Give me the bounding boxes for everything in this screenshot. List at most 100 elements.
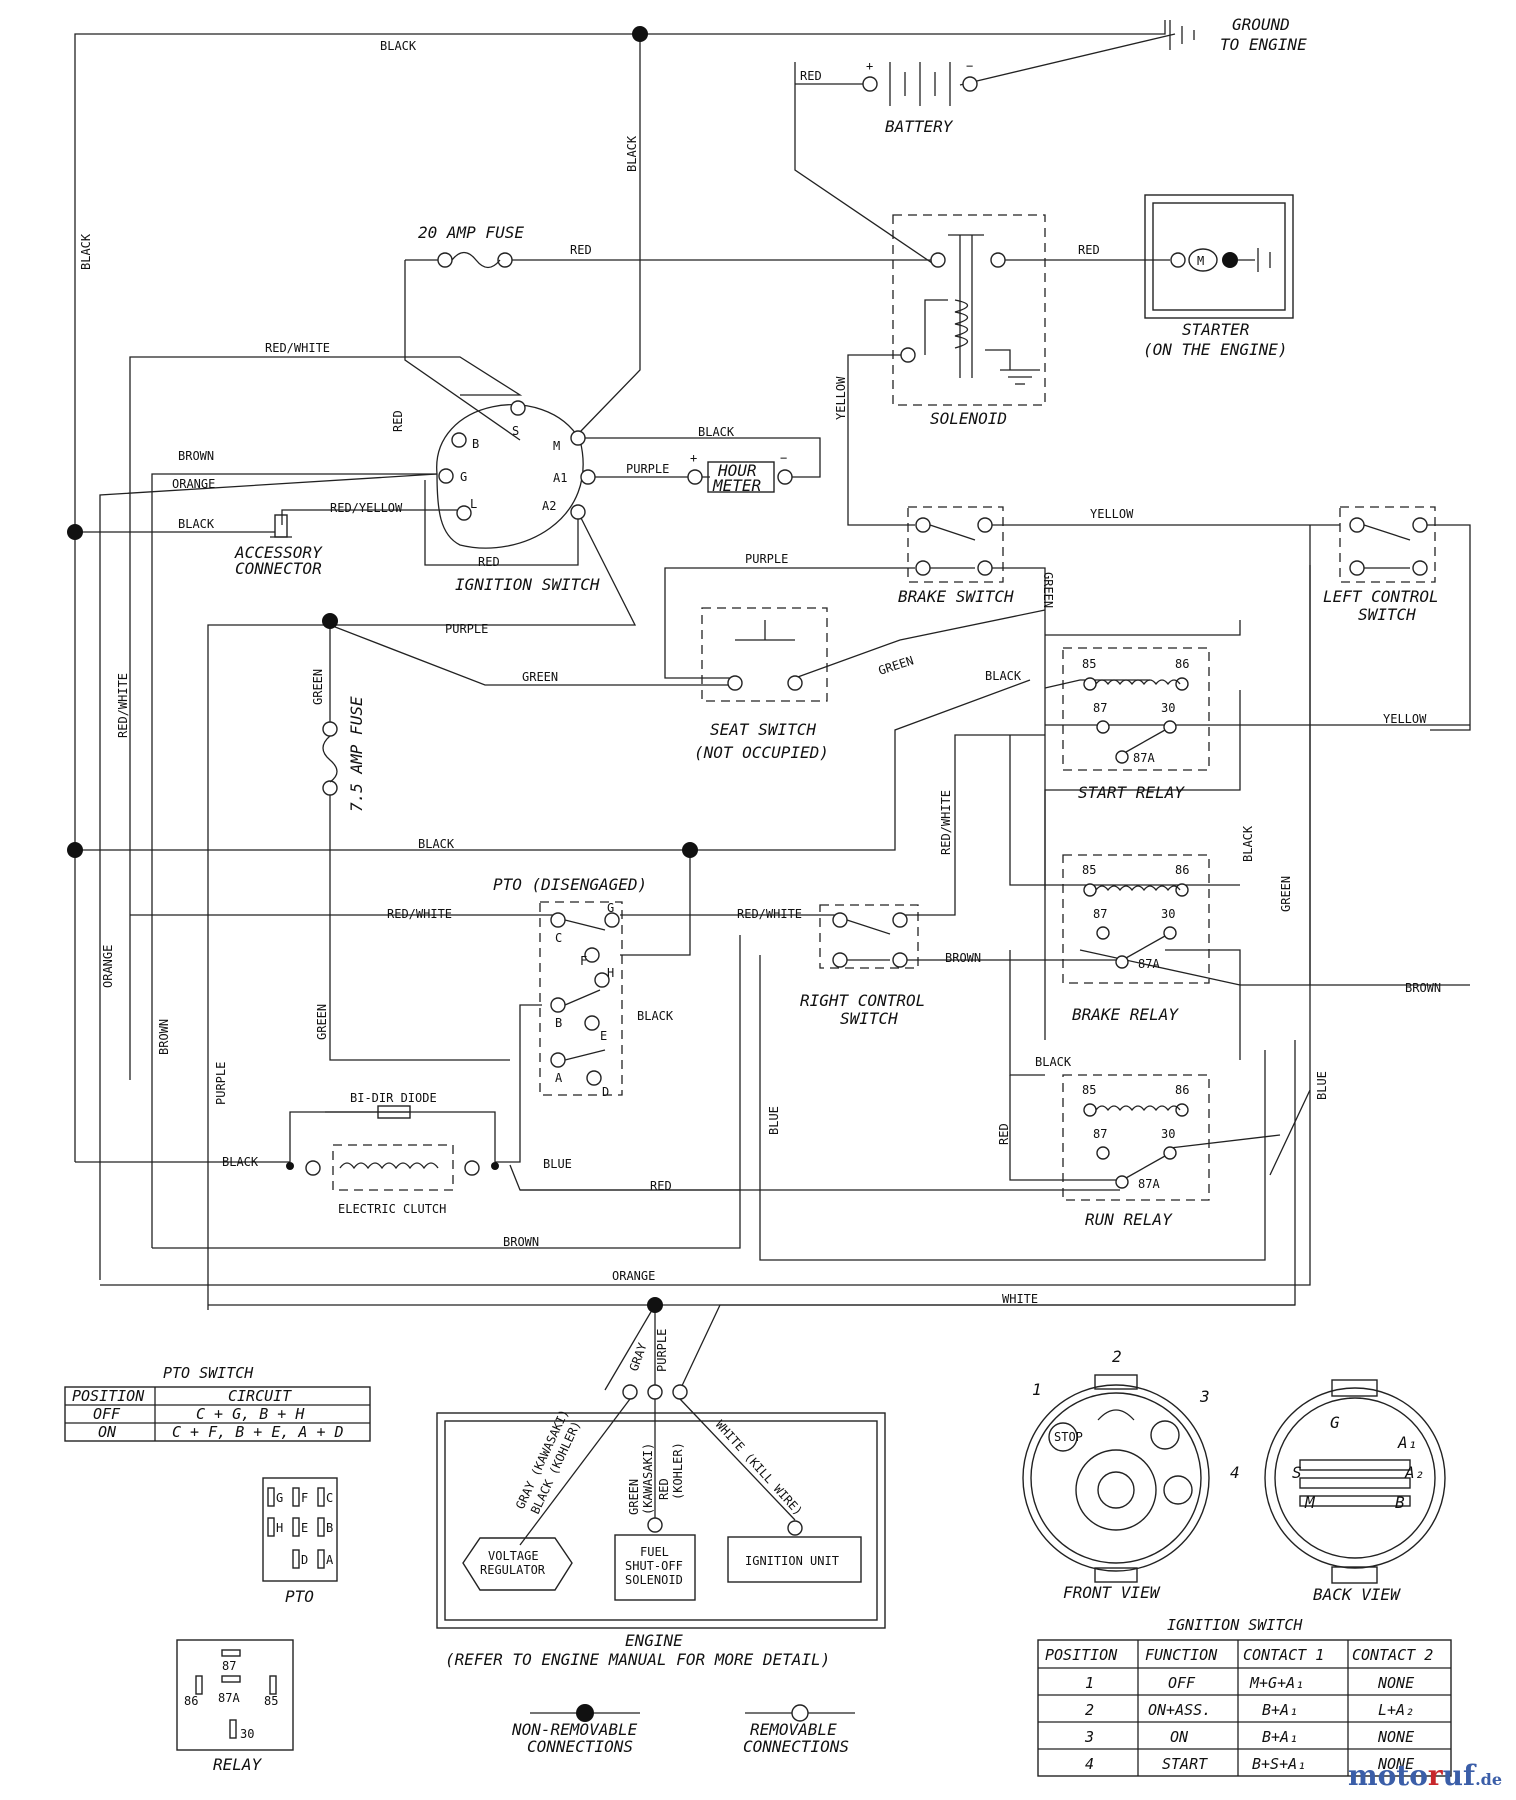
left-control-label: LEFT CONTROL bbox=[1323, 587, 1439, 606]
wire-label-green: GREEN bbox=[522, 670, 558, 684]
ignition-back-view: G A₁ S A₂ M B BACK VIEW bbox=[1264, 1379, 1446, 1604]
right-control-label-2: SWITCH bbox=[840, 1009, 898, 1028]
wire-label-red-white: RED/WHITE bbox=[387, 907, 452, 921]
fuse-7-5-label: 7.5 AMP FUSE bbox=[347, 696, 366, 812]
relay-pin: 85 bbox=[264, 1694, 278, 1708]
solenoid-label: SOLENOID bbox=[930, 409, 1007, 428]
ign-table-cell: B+S+A₁ bbox=[1252, 1755, 1306, 1773]
brand-watermark: motoruf.de bbox=[1347, 1759, 1502, 1792]
ign-table-cell: M+G+A₁ bbox=[1249, 1674, 1304, 1692]
battery-minus: − bbox=[966, 59, 973, 73]
pto-switch-table: PTO SWITCH POSITION CIRCUIT OFF C + G, B… bbox=[64, 1364, 371, 1442]
wire-label-red-yellow: RED/YELLOW bbox=[330, 501, 403, 515]
pto-term-d: D bbox=[602, 1085, 609, 1099]
accessory-connector: ACCESSORY CONNECTOR bbox=[234, 514, 323, 578]
seat-switch-label: SEAT SWITCH bbox=[710, 720, 816, 739]
pto-switch: C G F H B E A D PTO (DISENGAGED) bbox=[493, 875, 647, 1099]
fuse-20-label: 20 AMP FUSE bbox=[418, 223, 524, 242]
wire-label-purple: PURPLE bbox=[655, 1329, 669, 1372]
ign-table-cell: NONE bbox=[1377, 1755, 1414, 1773]
legend-removable: REMOVABLE bbox=[750, 1720, 837, 1739]
hour-meter-label: HOUR bbox=[717, 461, 757, 480]
ign-table-cell: B+A₁ bbox=[1262, 1701, 1298, 1719]
pto-term-b: B bbox=[555, 1016, 562, 1030]
ignition-switch: B S M G A1 L A2 IGNITION SWITCH bbox=[436, 400, 600, 594]
ign-table-cell: 4 bbox=[1085, 1755, 1094, 1773]
brake-relay-86: 86 bbox=[1175, 863, 1189, 877]
engine-label-2: (REFER TO ENGINE MANUAL FOR MORE DETAIL) bbox=[445, 1650, 830, 1669]
ignition-switch-label: IGNITION SWITCH bbox=[455, 575, 600, 594]
wires bbox=[74, 20, 1471, 1391]
ignition-unit-label: IGNITION UNIT bbox=[745, 1554, 839, 1568]
wire-label-black: BLACK bbox=[637, 1009, 674, 1023]
ign-term-g: G bbox=[460, 470, 467, 484]
junction-dots bbox=[67, 26, 698, 1313]
start-relay-85: 85 bbox=[1082, 657, 1096, 671]
accessory-label: ACCESSORY bbox=[234, 543, 323, 562]
start-relay-label: START RELAY bbox=[1078, 783, 1185, 802]
ignition-table-title: IGNITION SWITCH bbox=[1167, 1616, 1303, 1634]
ign-table-cell: NONE bbox=[1377, 1674, 1414, 1692]
wire-label-black: BLACK bbox=[380, 39, 417, 53]
voltage-regulator-label: VOLTAGE bbox=[488, 1549, 539, 1563]
ign-term-s: S bbox=[512, 424, 519, 438]
brake-relay: 85 86 87 30 87A BRAKE RELAY bbox=[1062, 854, 1210, 1024]
ign-table-header: CONTACT 2 bbox=[1352, 1646, 1433, 1664]
run-relay-87: 87 bbox=[1093, 1127, 1107, 1141]
wire-label-black: BLACK bbox=[985, 669, 1022, 683]
wire-label-red: RED bbox=[650, 1179, 672, 1193]
stop-label: STOP bbox=[1054, 1430, 1083, 1444]
pto-pin: G bbox=[276, 1491, 283, 1505]
left-control-switch: LEFT CONTROL SWITCH bbox=[1323, 506, 1439, 624]
wire-label-yellow: YELLOW bbox=[1090, 507, 1134, 521]
wire-label-brown: BROWN bbox=[178, 449, 214, 463]
back-pin: A₁ bbox=[1397, 1433, 1417, 1452]
start-relay-87: 87 bbox=[1093, 701, 1107, 715]
wire-label-red: RED bbox=[800, 69, 822, 83]
wire-labels: BLACK BLACK BLACK RED RED RED RED/WHITE … bbox=[79, 39, 1441, 1373]
ignition-front-view: 1 2 3 4 STOP FRONT VIEW bbox=[1022, 1347, 1240, 1602]
wire-label-black: BLACK bbox=[1035, 1055, 1072, 1069]
legend-nonremovable: NON-REMOVABLE bbox=[511, 1720, 638, 1739]
wire-label-red: RED bbox=[391, 410, 405, 432]
wire-label-red: RED bbox=[478, 555, 500, 569]
legend: NON-REMOVABLE CONNECTIONS REMOVABLE CONN… bbox=[511, 1704, 855, 1756]
clutch-label: ELECTRIC CLUTCH bbox=[338, 1202, 446, 1216]
pto-term-c: C bbox=[555, 931, 562, 945]
legend-removable-2: CONNECTIONS bbox=[743, 1737, 849, 1756]
pto-table-cell: C + G, B + H bbox=[196, 1405, 305, 1423]
brake-relay-label: BRAKE RELAY bbox=[1072, 1005, 1179, 1024]
start-relay-87a: 87A bbox=[1133, 751, 1155, 765]
right-control-label: RIGHT CONTROL bbox=[800, 991, 925, 1010]
ign-table-header: POSITION bbox=[1045, 1646, 1118, 1664]
hour-meter-minus: − bbox=[780, 451, 787, 465]
position-1: 1 bbox=[1032, 1380, 1042, 1399]
fuse-20-amp: 20 AMP FUSE bbox=[418, 223, 524, 269]
ign-table-cell: 1 bbox=[1085, 1674, 1094, 1692]
position-2: 2 bbox=[1112, 1347, 1122, 1366]
wire-label-purple: PURPLE bbox=[214, 1062, 228, 1105]
battery: + − BATTERY bbox=[795, 59, 978, 136]
pto-pin: H bbox=[276, 1521, 283, 1535]
ground-to-engine: GROUND TO ENGINE bbox=[1169, 15, 1307, 54]
wire-label-green: GREEN bbox=[1279, 876, 1293, 912]
wire-label-red-white: RED/WHITE bbox=[265, 341, 330, 355]
wire-label-brown: BROWN bbox=[945, 951, 981, 965]
wire-label-orange: ORANGE bbox=[101, 945, 115, 988]
left-control-label-2: SWITCH bbox=[1358, 605, 1416, 624]
engine-wire-white: WHITE (KILL WIRE) bbox=[713, 1418, 806, 1519]
right-control-switch: RIGHT CONTROL SWITCH bbox=[800, 904, 925, 1028]
ign-table-cell: B+A₁ bbox=[1262, 1728, 1298, 1746]
ign-table-header: FUNCTION bbox=[1145, 1646, 1218, 1664]
run-relay-87a: 87A bbox=[1138, 1177, 1160, 1191]
start-relay: 85 86 87 30 87A START RELAY bbox=[1062, 647, 1210, 802]
wire-label-black: BLACK bbox=[79, 233, 93, 270]
starter: M STARTER (ON THE ENGINE) bbox=[1143, 194, 1294, 359]
pto-connector: G F C H E B D A PTO bbox=[262, 1477, 338, 1606]
pto-pin: C bbox=[326, 1491, 333, 1505]
wire-label-brown: BROWN bbox=[157, 1019, 171, 1055]
ign-term-b: B bbox=[472, 437, 479, 451]
ground-label-2: TO ENGINE bbox=[1220, 35, 1307, 54]
back-pin: G bbox=[1330, 1413, 1340, 1432]
